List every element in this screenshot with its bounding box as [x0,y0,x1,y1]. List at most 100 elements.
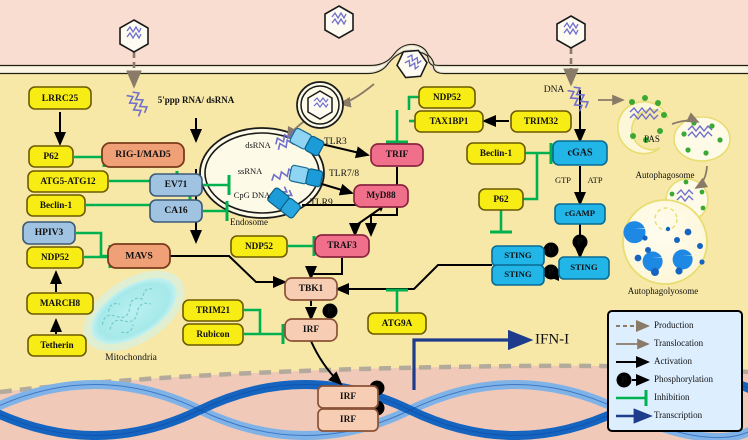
node-ndp52-c[interactable]: NDP52 [418,86,476,109]
legend-item-translocation: Translocation [616,338,704,350]
node-label: TAX1BP1 [430,116,469,126]
ssrna-endosome [271,167,295,182]
node-label: STING [504,250,532,260]
node-label: TRIF [386,150,409,160]
legend-label: Production [654,320,694,330]
autophagy-pathway [598,94,731,285]
node-p62-a[interactable]: P62 [28,145,74,168]
node-label: ATG9A [382,318,413,328]
node-trim21[interactable]: TRIM21 [182,299,244,322]
node-rig-i-mad5[interactable]: RIG-I/MAD5 [101,142,185,168]
gtp-label: GTP [555,175,571,185]
node-label: LRRC25 [42,94,79,104]
node-ndp52-a[interactable]: NDP52 [26,246,84,269]
node-irf-cytoplasm[interactable]: IRF [284,318,338,342]
yellow-nodes: LRRC25 P62 ATG5-ATG12 Beclin-1 NDP52 MAR… [26,86,572,357]
node-trim32[interactable]: TRIM32 [510,110,572,133]
legend-box: Production Translocation Activation P Ph… [607,310,743,432]
node-label: P62 [493,195,509,205]
node-sting-dimer-top[interactable]: STING [491,245,545,267]
p-mark-cgamp: P [572,234,588,250]
legend-item-inhibition: Inhibition [616,390,690,406]
node-cgamp[interactable]: cGAMP [554,203,606,225]
node-label: IRF [340,392,356,402]
mitochondria-label: Mitochondria [105,353,157,363]
arrow-mavs-tbk1 [170,255,287,288]
node-sting-dimer-bottom[interactable]: STING [491,264,545,286]
node-label: MyD88 [366,190,395,200]
node-ev71[interactable]: EV71 [149,173,203,197]
node-label: MARCH8 [40,298,81,308]
node-irf-nucleus-1[interactable]: IRF [317,385,379,409]
node-irf-nucleus-2[interactable]: IRF [317,408,379,432]
node-tetherin[interactable]: Tetherin [27,334,87,357]
node-beclin1-a[interactable]: Beclin-1 [26,194,86,217]
node-sting-free[interactable]: STING [558,256,610,280]
mitochondrion [83,270,185,352]
node-label: NDP52 [41,252,69,262]
arrow-irf-nucleus [310,340,343,386]
arrow-pas-to-autophagosome [671,112,700,125]
tlr3-receptor [289,127,325,157]
arrow-traf3-tbk1 [305,258,343,280]
node-label: RIG-I/MAD5 [115,149,171,160]
node-label: cGAMP [565,208,595,218]
node-label: Beclin-1 [480,148,513,158]
node-label: STING [570,262,598,272]
node-mavs[interactable]: MAVS [107,243,171,269]
tlr7-8-receptor [288,164,324,188]
node-label: STING [504,269,532,279]
node-traf3[interactable]: TRAF3 [314,234,370,258]
cpg-dna-label: CpG DNA [234,190,271,200]
node-tbk1[interactable]: TBK1 [284,277,338,301]
node-beclin1-b[interactable]: Beclin-1 [466,142,526,165]
node-tax1bp1[interactable]: TAX1BP1 [414,110,484,133]
node-label: IRF [340,415,356,425]
arrow-autophagosome-to-lysosome [694,165,709,189]
blue-nodes: EV71 CA16 HPIV3 cGAS cGAMP STING STING S… [22,140,610,286]
p-circle-icon [616,372,632,388]
legend-label: Transcription [654,410,703,420]
dsrna-label: dsRNA [245,140,271,150]
tlr3-label: TLR3 [324,137,347,147]
node-rubicon[interactable]: Rubicon [182,323,244,346]
node-atg5-atg12[interactable]: ATG5-ATG12 [27,170,109,193]
svg-text:P: P [577,237,583,247]
arrow-sting-tbk1 [335,264,492,295]
autophagosome [673,116,731,162]
legend-item-transcription: Transcription [616,408,703,424]
peach-nodes: TBK1 IRF IRF IRF [284,277,379,432]
tlr-receptors: TLR3 TLR7/8 TLR9 [267,127,359,219]
p-mark-tbk1-irf: P [322,303,338,319]
svg-text:P: P [374,403,380,413]
node-label: HPIV3 [35,228,64,238]
node-march8[interactable]: MARCH8 [26,292,94,315]
tlr9-label: TLR9 [310,198,333,208]
node-ndp52-b[interactable]: NDP52 [230,235,288,258]
tlr9-receptor [267,187,301,219]
node-label: NDP52 [433,92,461,102]
orange-nodes: RIG-I/MAD5 MAVS [101,142,185,269]
node-label: TBK1 [299,284,324,294]
node-hpiv3[interactable]: HPIV3 [22,221,76,245]
ssrna-label: ssRNA [238,166,263,176]
pink-nodes: TRIF MyD88 TRAF3 [314,143,424,258]
node-p62-b[interactable]: P62 [478,188,524,211]
node-myd88[interactable]: MyD88 [353,184,409,208]
virus-left-extracellular [119,19,149,53]
tlr7-8-label: TLR7/8 [329,169,359,179]
ligand-rna-label: 5'ppp RNA/ dsRNA [158,95,235,105]
node-cgas[interactable]: cGAS [552,140,608,166]
node-label: Rubicon [196,329,229,339]
phagophore-pas [617,95,669,155]
node-ca16[interactable]: CA16 [149,199,203,223]
legend-item-phosphorylation: P Phosphorylation [616,372,714,388]
node-trif[interactable]: TRIF [370,143,424,167]
atp-label: ATP [587,175,602,185]
autophagosome-label: Autophagosome [636,170,695,180]
node-label: Beclin-1 [40,200,73,210]
node-lrrc25[interactable]: LRRC25 [28,86,92,110]
node-atg9a[interactable]: ATG9A [367,312,427,335]
